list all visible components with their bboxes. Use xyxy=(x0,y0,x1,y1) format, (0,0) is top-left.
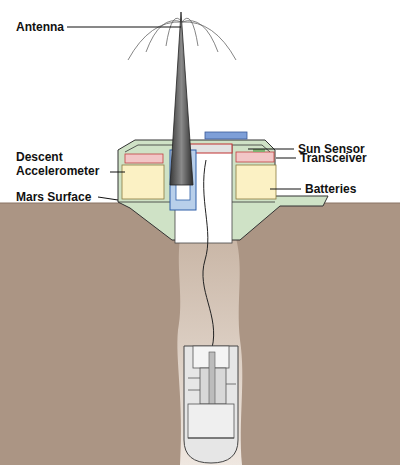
leader-line xyxy=(98,197,118,200)
leader-line xyxy=(67,27,181,28)
penetration-hole xyxy=(177,238,242,465)
forebody-penetrator xyxy=(184,346,238,463)
part-label: Batteries xyxy=(305,182,356,196)
antenna-mast xyxy=(170,12,193,185)
leader-line xyxy=(110,172,125,173)
part-label: Descent Accelerometer xyxy=(16,150,108,178)
sun-sensor xyxy=(205,132,247,139)
battery-box xyxy=(122,165,164,199)
leader-lines xyxy=(67,27,301,200)
tether-cable xyxy=(203,160,214,348)
part-label: Antenna xyxy=(16,20,64,34)
leader-line xyxy=(270,189,301,190)
leader-line xyxy=(248,149,294,150)
leader-line xyxy=(276,158,296,159)
part-label: Transceiver xyxy=(300,151,367,165)
part-label: Mars Surface xyxy=(16,190,91,204)
transceiver-box xyxy=(125,154,163,163)
transceiver-box xyxy=(236,152,274,162)
battery-box xyxy=(236,165,276,199)
